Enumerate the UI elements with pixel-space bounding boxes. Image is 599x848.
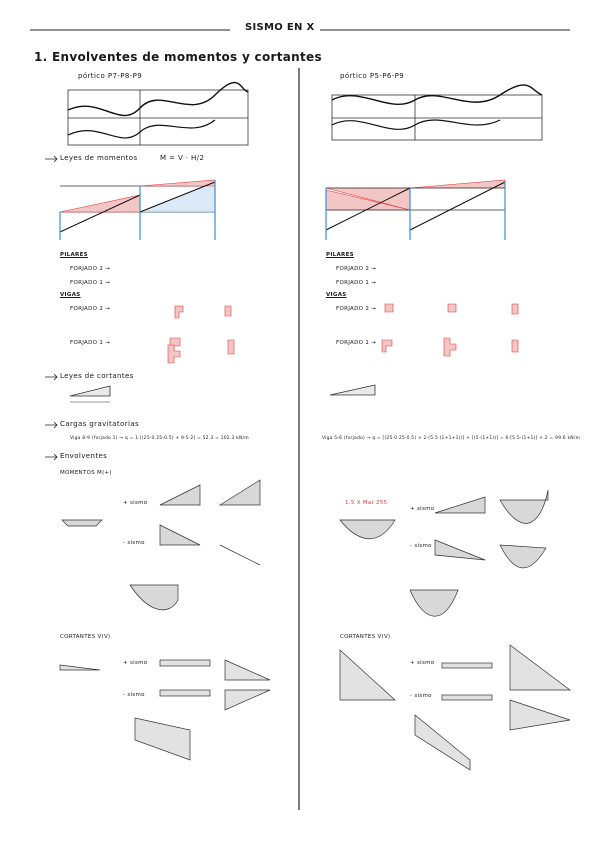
right-pilares-forjado1: FORJADO 1 →	[336, 280, 377, 286]
page-title: SISMO EN X	[245, 22, 315, 33]
left-sismo-pos: + sismo	[123, 500, 148, 506]
right-frame-title: pórtico P5-P6-P9	[340, 72, 405, 80]
right-vigas-forjado1: FORJADO 1 →	[336, 340, 377, 346]
left-envolventes-heading: Envolventes	[60, 452, 108, 460]
left-leyes-momentos: Leyes de momentos	[60, 154, 138, 162]
left-frame-sketch	[67, 81, 249, 146]
right-vigas-forjado2: FORJADO 2 →	[336, 306, 377, 312]
left-cargas-gravitatorias: Cargas gravitatorias	[60, 420, 140, 428]
left-cortantes-line	[69, 385, 111, 403]
right-pilares-heading: PILARES	[326, 252, 354, 258]
right-pilares-forjado2: FORJADO 2 →	[336, 266, 377, 272]
arrow-icons	[45, 155, 58, 461]
right-vigas-heading: VIGAS	[326, 292, 347, 298]
right-envolventes-moments	[339, 489, 549, 617]
arrow-icon	[45, 373, 58, 381]
left-vigas-forjado2: FORJADO 2 →	[70, 306, 111, 312]
right-annotation-red: 1.5 X Mat 255	[345, 500, 388, 506]
right-vigas-shapes	[381, 303, 519, 357]
right-cortantes-line	[329, 384, 376, 396]
left-frame-title: pórtico P7-P8-P9	[78, 72, 143, 80]
left-moment-frame	[59, 179, 216, 240]
right-moment-frame	[325, 179, 506, 240]
right-viga-formula: Viga 5-6 (forjado) → q = [(25·0.25·0.5) …	[322, 436, 581, 441]
left-cortantes-label: CORTANTES V(V)	[60, 634, 111, 640]
left-vigas-heading: VIGAS	[60, 292, 81, 298]
right-frame-sketch	[331, 84, 543, 141]
right-envolventes-shear	[339, 644, 572, 771]
left-pilares-forjado1: FORJADO 1 →	[70, 280, 111, 286]
left-shear-sismo-pos: + sismo	[123, 660, 148, 666]
left-sismo-neg: - sismo	[123, 540, 145, 546]
left-vigas-shapes	[167, 305, 235, 364]
left-shear-sismo-neg: - sismo	[123, 692, 145, 698]
left-leyes-cortantes: Leyes de cortantes	[60, 372, 134, 380]
right-cortantes-label: CORTANTES V(V)	[340, 634, 391, 640]
arrow-icon	[45, 453, 58, 461]
arrow-icon	[45, 421, 58, 429]
left-envolventes-shear	[59, 659, 271, 761]
left-viga-formula: Viga 8-9 (forjado 1) → q = 1·[(25·0.25·0…	[70, 436, 249, 441]
arrow-icon	[45, 155, 58, 163]
left-momentos-label: MOMENTOS M(+)	[60, 470, 112, 476]
section-title: 1. Envolventes de momentos y cortantes	[34, 50, 322, 64]
right-shear-sismo-pos: + sismo	[410, 660, 435, 666]
right-shear-sismo-neg: - sismo	[410, 693, 432, 699]
left-pilares-forjado2: FORJADO 2 →	[70, 266, 111, 272]
left-pilares-heading: PILARES	[60, 252, 88, 258]
left-envolventes-moments	[61, 479, 261, 611]
left-vigas-forjado1: FORJADO 1 →	[70, 340, 111, 346]
right-sismo-neg: - sismo	[410, 543, 432, 549]
left-formula-m: M = V · H/2	[160, 154, 205, 162]
right-sismo-pos: + sismo	[410, 506, 435, 512]
